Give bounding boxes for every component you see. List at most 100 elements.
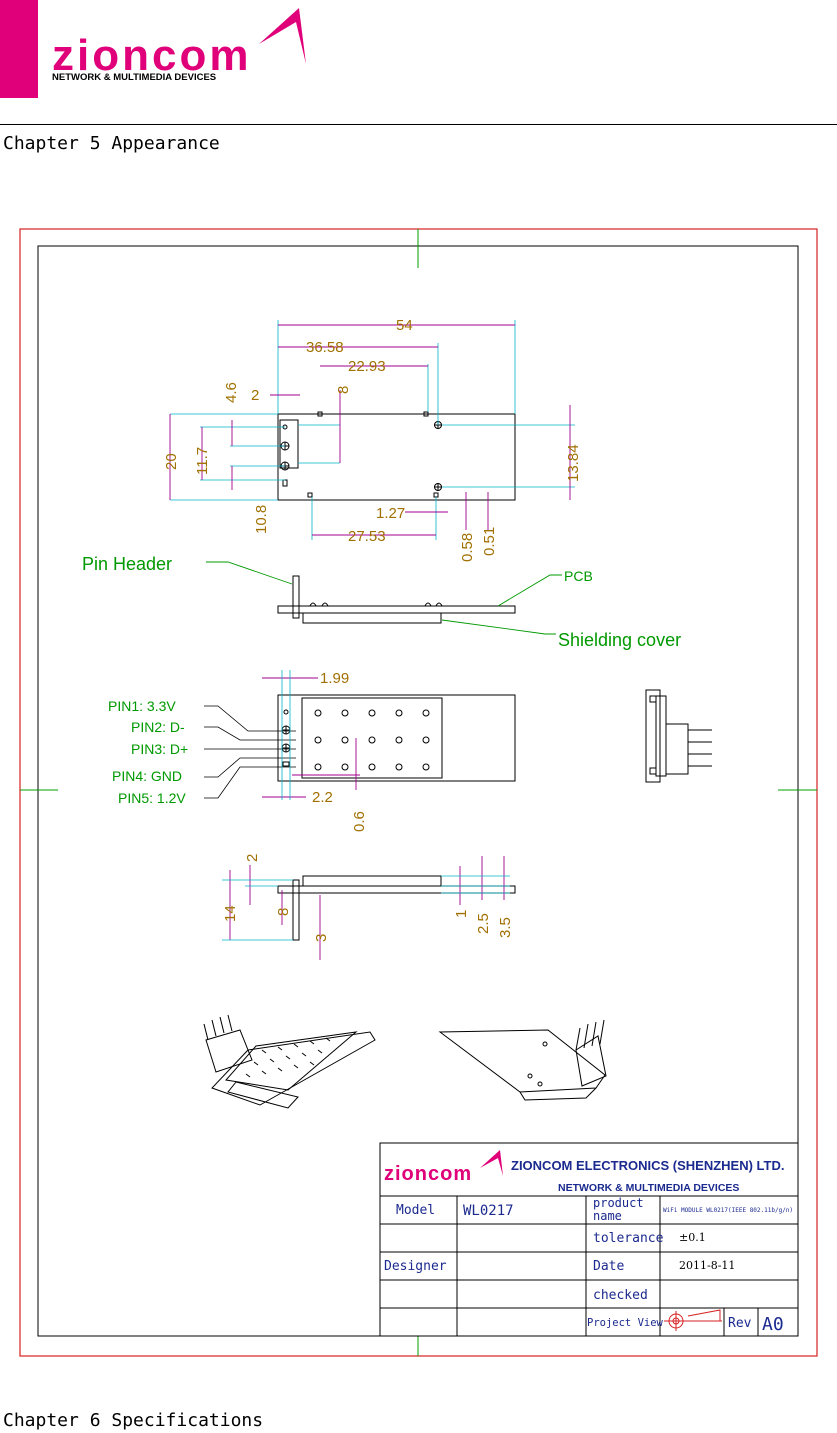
shield-dot [422, 763, 430, 771]
svg-text:2: 2 [244, 854, 261, 862]
svg-text:27.53: 27.53 [348, 528, 386, 545]
iso-dot [293, 1064, 299, 1069]
bottom-view [277, 694, 516, 782]
svg-text:36.58: 36.58 [306, 339, 344, 356]
shield-dot [395, 763, 403, 771]
top-view-dimensions [170, 320, 575, 540]
profile-view-dimension-values: 2 14 8 3 1 2.5 3.5 [222, 854, 514, 942]
bottom-view-extensions [281, 670, 291, 800]
svg-text:8: 8 [275, 908, 292, 916]
profile-view [277, 875, 516, 941]
svg-text:PCB: PCB [564, 568, 593, 584]
svg-text:Rev: Rev [728, 1316, 752, 1331]
bottom-view-leaders [204, 705, 296, 799]
iso-dot [253, 1061, 259, 1066]
svg-text:22.93: 22.93 [348, 358, 386, 375]
svg-text:0.6: 0.6 [351, 811, 368, 832]
svg-text:±0.1: ±0.1 [679, 1231, 706, 1244]
iso-dot [269, 1058, 275, 1063]
shield-dot [395, 709, 403, 717]
svg-text:0.58: 0.58 [459, 533, 476, 562]
svg-text:Designer: Designer [384, 1259, 447, 1274]
svg-text:Model: Model [396, 1203, 435, 1218]
iso-dot [317, 1049, 323, 1054]
isometric-view-bottom [203, 1014, 376, 1109]
shield-dot [341, 709, 349, 717]
svg-text:20: 20 [163, 453, 180, 470]
svg-text:54: 54 [396, 317, 413, 334]
iso-dot [285, 1055, 291, 1060]
svg-text:2011-8-11: 2011-8-11 [679, 1259, 735, 1272]
iso-dot [245, 1073, 251, 1078]
iso-dot [261, 1070, 267, 1075]
iso-dot [325, 1037, 331, 1042]
svg-text:WL0217: WL0217 [463, 1203, 514, 1219]
iso-dot [309, 1040, 315, 1045]
shield-dot [341, 763, 349, 771]
svg-text:11.7: 11.7 [194, 447, 211, 475]
svg-text:1: 1 [453, 910, 470, 918]
shield-dot [314, 736, 322, 744]
iso-dot [277, 1067, 283, 1072]
svg-text:NETWORK & MULTIMEDIA DEVICES: NETWORK & MULTIMEDIA DEVICES [558, 1182, 739, 1194]
side-view-labels: Pin Header PCB Shielding cover [82, 554, 681, 650]
pin-labels: PIN1: 3.3V PIN2: D- PIN3: D+ PIN4: GND P… [108, 698, 188, 806]
header-rule [0, 124, 837, 125]
svg-text:PIN4: GND: PIN4: GND [112, 768, 182, 784]
svg-text:Date: Date [593, 1259, 624, 1274]
svg-text:tolerance: tolerance [593, 1231, 664, 1246]
top-view-dimension-values: 54 36.58 22.93 2 8 4.6 20 11.7 10.8 13.8… [163, 317, 582, 562]
svg-text:ZIONCOM ELECTRONICS (SHENZHEN): ZIONCOM ELECTRONICS (SHENZHEN) LTD. [511, 1158, 784, 1173]
svg-text:14: 14 [222, 905, 239, 922]
svg-text:Project View: Project View [587, 1317, 664, 1329]
end-view [645, 689, 712, 783]
profile-view-extensions [222, 875, 510, 941]
svg-text:2.2: 2.2 [312, 789, 333, 806]
svg-text:3: 3 [313, 934, 330, 942]
projection-symbol-icon [664, 1309, 722, 1331]
svg-text:1.27: 1.27 [376, 505, 405, 522]
side-view-annotations [206, 561, 562, 635]
svg-text:2.5: 2.5 [475, 913, 492, 934]
svg-text:2: 2 [251, 387, 259, 404]
chapter-6-heading: Chapter 6 Specifications [3, 1410, 264, 1431]
shield-dot [395, 736, 403, 744]
shield-dot [368, 709, 376, 717]
shield-dot [341, 736, 349, 744]
svg-text:10.8: 10.8 [253, 505, 270, 534]
chapter-5-heading: Chapter 5 Appearance [3, 133, 220, 154]
svg-text:3.5: 3.5 [497, 917, 514, 938]
brand-color-bar [0, 0, 38, 98]
svg-text:13.84: 13.84 [565, 444, 582, 482]
bottom-view-dimension-values: 1.99 2.2 0.6 [312, 670, 368, 832]
shield-dots [314, 709, 430, 771]
svg-text:Pin Header: Pin Header [82, 554, 172, 574]
svg-text:PIN3: D+: PIN3: D+ [131, 741, 188, 757]
shield-dot [422, 736, 430, 744]
shield-dot [314, 763, 322, 771]
iso-dot [309, 1061, 315, 1066]
svg-text:1.99: 1.99 [320, 670, 349, 687]
iso-dot [293, 1043, 299, 1048]
shield-dot [314, 709, 322, 717]
title-block: zioncom ZIONCOM ELECTRONICS (SHENZHEN) L… [379, 1142, 799, 1337]
svg-text:product: product [593, 1196, 644, 1210]
iso-dot [301, 1052, 307, 1057]
svg-text:zioncom: zioncom [384, 1163, 472, 1185]
shield-dot [368, 736, 376, 744]
svg-text:8: 8 [335, 386, 352, 394]
iso-dot [277, 1046, 283, 1051]
svg-text:A0: A0 [762, 1314, 784, 1335]
svg-text:PIN2: D-: PIN2: D- [131, 719, 185, 735]
svg-text:Shielding cover: Shielding cover [558, 630, 681, 650]
profile-view-dimension-lines [229, 856, 505, 960]
shield-dot [422, 709, 430, 717]
iso-dot [261, 1049, 267, 1054]
side-view [277, 575, 516, 624]
svg-text:name: name [593, 1209, 622, 1223]
svg-text:4.6: 4.6 [223, 382, 240, 403]
isometric-view-top [438, 1019, 607, 1101]
svg-text:0.51: 0.51 [481, 527, 498, 556]
svg-text:PIN5: 1.2V: PIN5: 1.2V [118, 790, 186, 806]
